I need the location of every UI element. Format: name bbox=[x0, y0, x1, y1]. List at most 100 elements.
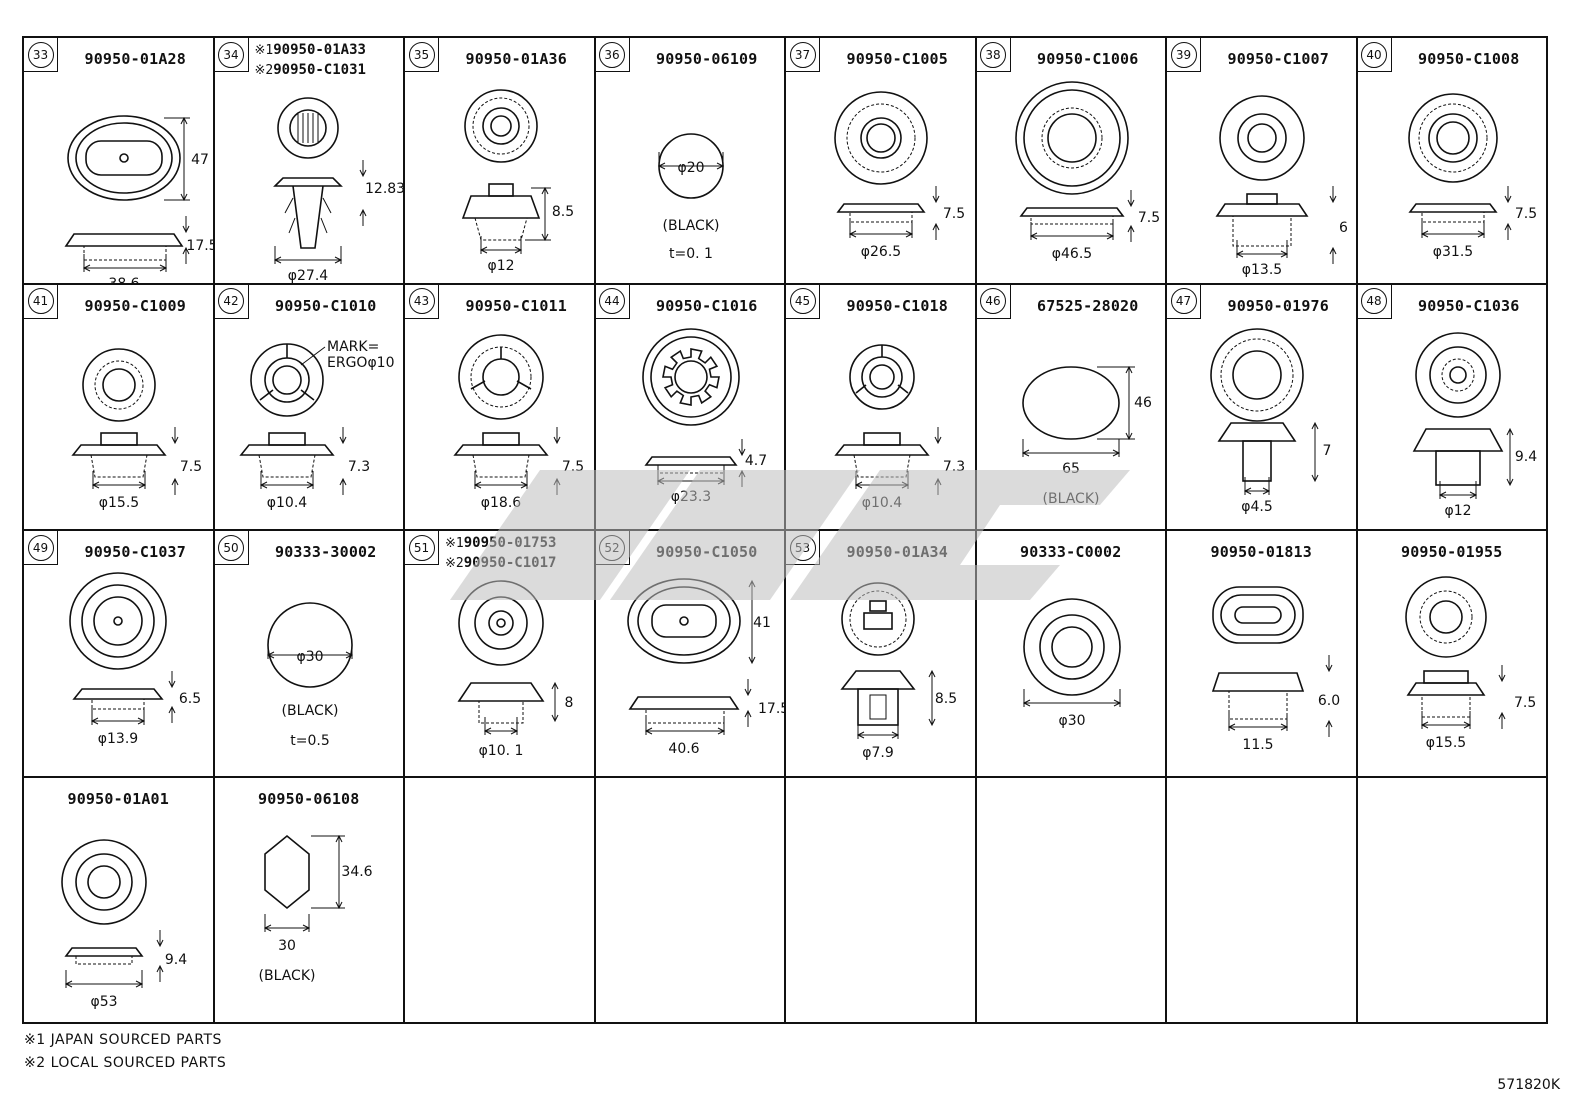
dim-height: 8.5 bbox=[935, 691, 957, 707]
empty-cell bbox=[1357, 777, 1548, 1024]
ref-number-box: 51 bbox=[405, 531, 439, 565]
part-number-line: ※190950-01A33 bbox=[255, 42, 366, 58]
ref-number: 36 bbox=[599, 41, 625, 68]
part-drawing: 6.011.5 bbox=[1211, 586, 1340, 753]
ring bbox=[271, 364, 302, 395]
ring bbox=[1428, 600, 1463, 634]
empty-cell bbox=[405, 777, 596, 1024]
dim-diameter: φ10. 1 bbox=[479, 743, 524, 759]
dim-diameter: φ53 bbox=[90, 994, 117, 1010]
empty-cell bbox=[786, 777, 977, 1024]
part-drawing: 8 φ10. 1 bbox=[457, 580, 574, 759]
ring bbox=[458, 333, 544, 420]
ring bbox=[869, 363, 895, 390]
ref-number-box: 42 bbox=[214, 284, 249, 319]
ref-number: 40 bbox=[1361, 41, 1387, 68]
dim-height: 7.5 bbox=[180, 459, 202, 475]
part-number: 90950-06109 bbox=[655, 50, 758, 68]
dim-height: 7.5 bbox=[1514, 206, 1536, 222]
dim-height: 41 bbox=[753, 615, 771, 631]
ring bbox=[860, 117, 902, 159]
ring bbox=[834, 91, 928, 185]
footnote-local: ※2 LOCAL SOURCED PARTS bbox=[24, 1055, 227, 1071]
hex-plug bbox=[263, 834, 310, 909]
part-number: 90950-01A33 bbox=[273, 42, 366, 58]
dim-diameter: φ4.5 bbox=[1241, 499, 1273, 515]
dim-length: 12.83 bbox=[365, 181, 405, 197]
part-number: 90950-01976 bbox=[1227, 296, 1330, 315]
ref-number-box: 43 bbox=[405, 284, 439, 319]
part-number: 90950-C1031 bbox=[273, 62, 366, 78]
part-number: 90950-01A01 bbox=[67, 789, 170, 808]
ref-number-box: 47 bbox=[1167, 284, 1201, 319]
part-number: 90333-30002 bbox=[274, 543, 377, 561]
dim-width: 30 bbox=[278, 938, 296, 954]
part-drawing: φ20(BLACK)t=0. 1 bbox=[657, 133, 724, 262]
ring bbox=[1210, 327, 1304, 422]
dim-thickness: 17.5 bbox=[186, 238, 214, 254]
dim-height: 9.4 bbox=[1514, 449, 1536, 465]
ring bbox=[673, 359, 708, 394]
dim-height: 7.5 bbox=[943, 206, 965, 222]
dim-height: 8 bbox=[565, 695, 574, 711]
ref-number-box: 33 bbox=[24, 38, 58, 72]
ring bbox=[75, 852, 133, 911]
thickness-note: t=0. 1 bbox=[669, 246, 713, 262]
ref-number-box: 34 bbox=[214, 38, 249, 72]
ring bbox=[474, 596, 528, 650]
dim-height: 47 bbox=[191, 152, 209, 168]
dim-height: 7.3 bbox=[347, 459, 369, 475]
ring bbox=[490, 115, 512, 137]
dim-thickness: 17.5 bbox=[758, 701, 787, 717]
part-number: 67525-28020 bbox=[1036, 296, 1139, 315]
part-number: 90950-C1005 bbox=[846, 50, 949, 68]
ref-number-box: 46 bbox=[976, 284, 1011, 319]
dim-height: 7.3 bbox=[943, 459, 965, 475]
ring bbox=[1404, 576, 1487, 658]
ring bbox=[102, 367, 136, 402]
part-drawing: φ30(BLACK)t=0.5 bbox=[266, 602, 353, 749]
ring bbox=[464, 89, 538, 163]
ring bbox=[81, 584, 155, 658]
ref-number: 38 bbox=[980, 41, 1006, 68]
ring bbox=[1022, 89, 1121, 187]
ring bbox=[1219, 95, 1305, 181]
ring bbox=[82, 347, 156, 422]
ref-number: 47 bbox=[1170, 288, 1197, 314]
part-drawing: 41 17.5 40.6 bbox=[626, 578, 787, 757]
part-number: 90950-06108 bbox=[257, 789, 360, 808]
dim-width: 40.6 bbox=[668, 741, 699, 757]
ring bbox=[1418, 103, 1487, 173]
ring bbox=[846, 103, 916, 173]
dim-diameter: φ18.6 bbox=[481, 495, 522, 511]
ring bbox=[263, 356, 310, 403]
ring bbox=[641, 327, 740, 426]
ref-number: 35 bbox=[408, 41, 435, 68]
dim-diameter: φ46.5 bbox=[1051, 246, 1091, 262]
ref-number: 43 bbox=[408, 288, 435, 314]
dim-diameter: φ26.5 bbox=[861, 244, 901, 260]
dim-height: 8.5 bbox=[552, 204, 574, 220]
part-number: 90950-C1006 bbox=[1036, 50, 1139, 68]
ref-number: 34 bbox=[218, 41, 244, 68]
part-number: 90950-01A36 bbox=[465, 50, 568, 68]
ring bbox=[861, 355, 903, 398]
ref-number-box: 48 bbox=[1357, 284, 1392, 319]
ref-number: 37 bbox=[789, 41, 816, 68]
mark-label: MARK= bbox=[327, 339, 379, 355]
source-mark: ※1 bbox=[254, 43, 274, 58]
dim-diameter: φ13.9 bbox=[98, 731, 138, 747]
ring bbox=[866, 123, 896, 153]
part-drawing: 8.5φ7.9 bbox=[840, 582, 957, 761]
